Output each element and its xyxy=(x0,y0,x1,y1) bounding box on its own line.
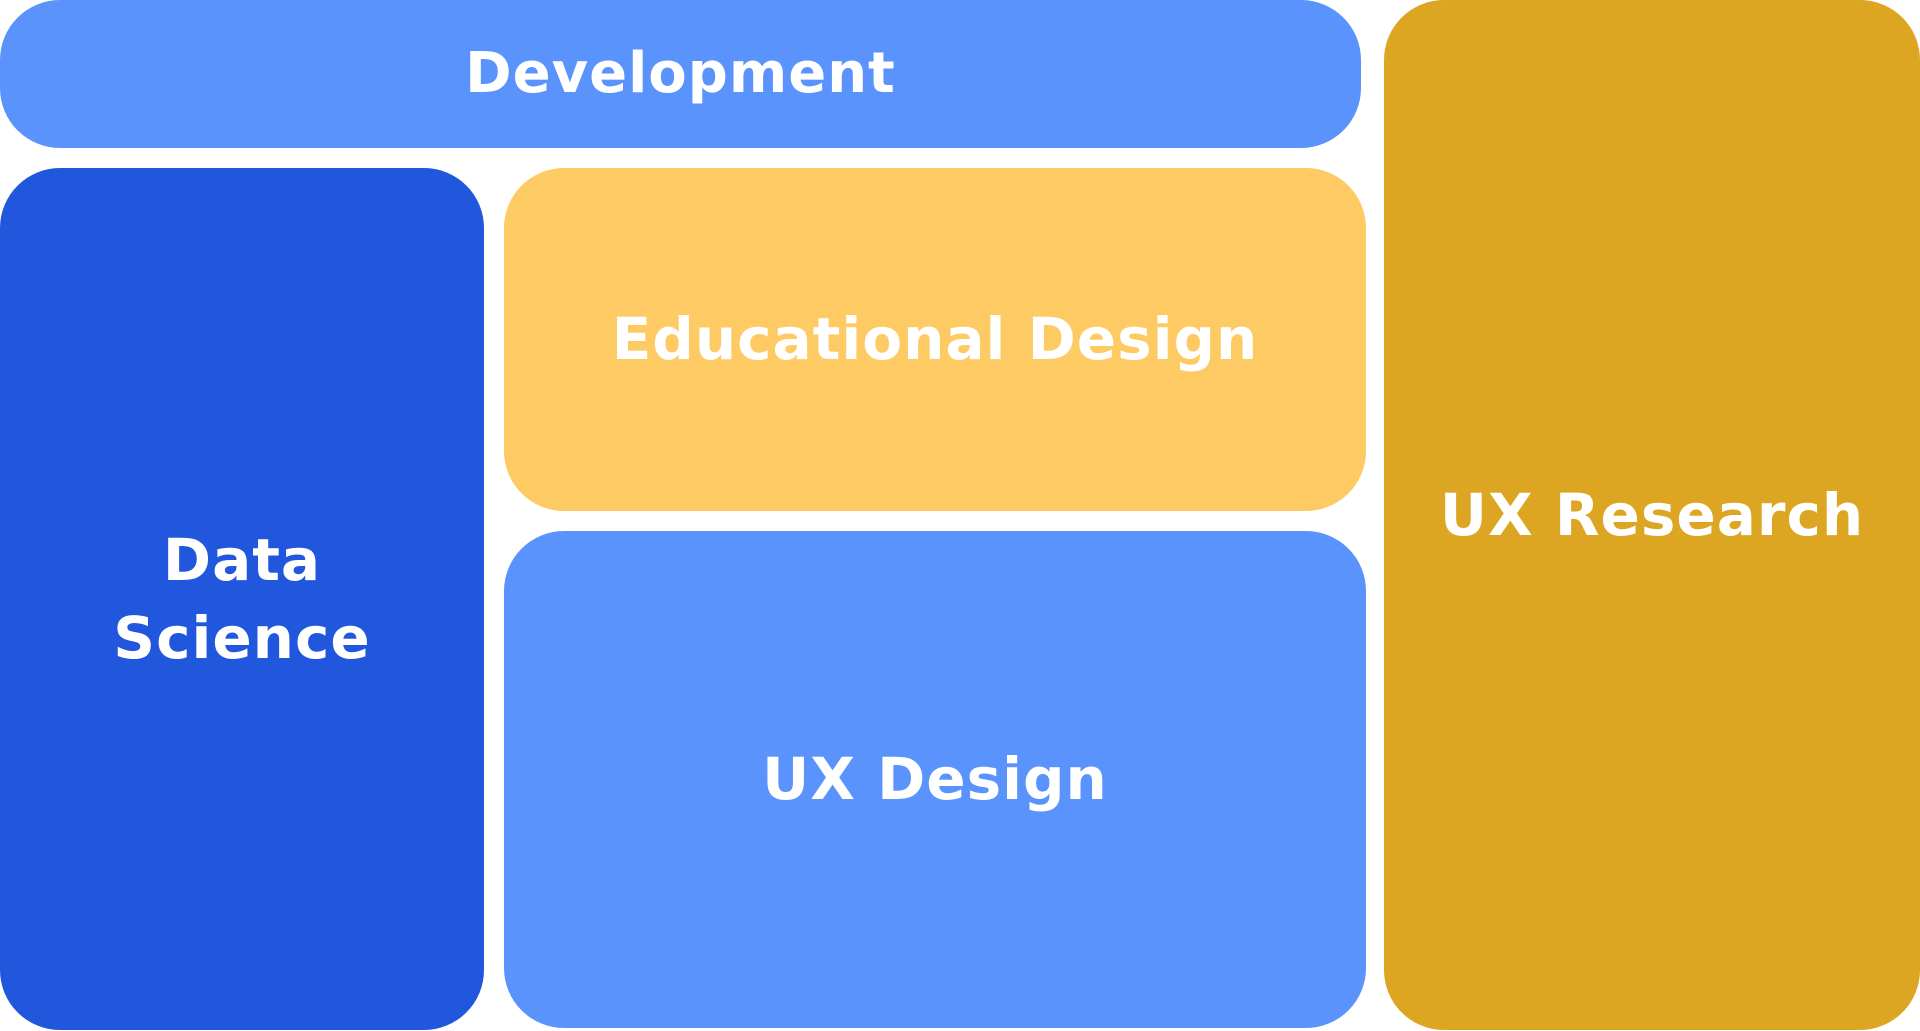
tile-ux-design-label: UX Design xyxy=(762,745,1108,814)
tile-data-science-label: Data Science xyxy=(113,525,371,672)
tile-development-label: Development xyxy=(465,41,896,107)
tile-ux-research-label: UX Research xyxy=(1439,480,1865,549)
tile-ux-design: UX Design xyxy=(504,531,1366,1028)
tile-educational-design-label: Educational Design xyxy=(611,305,1259,374)
tile-development: Development xyxy=(0,0,1361,148)
tile-ux-research: UX Research xyxy=(1384,0,1920,1030)
tile-data-science: Data Science xyxy=(0,168,484,1030)
tile-educational-design: Educational Design xyxy=(504,168,1366,511)
